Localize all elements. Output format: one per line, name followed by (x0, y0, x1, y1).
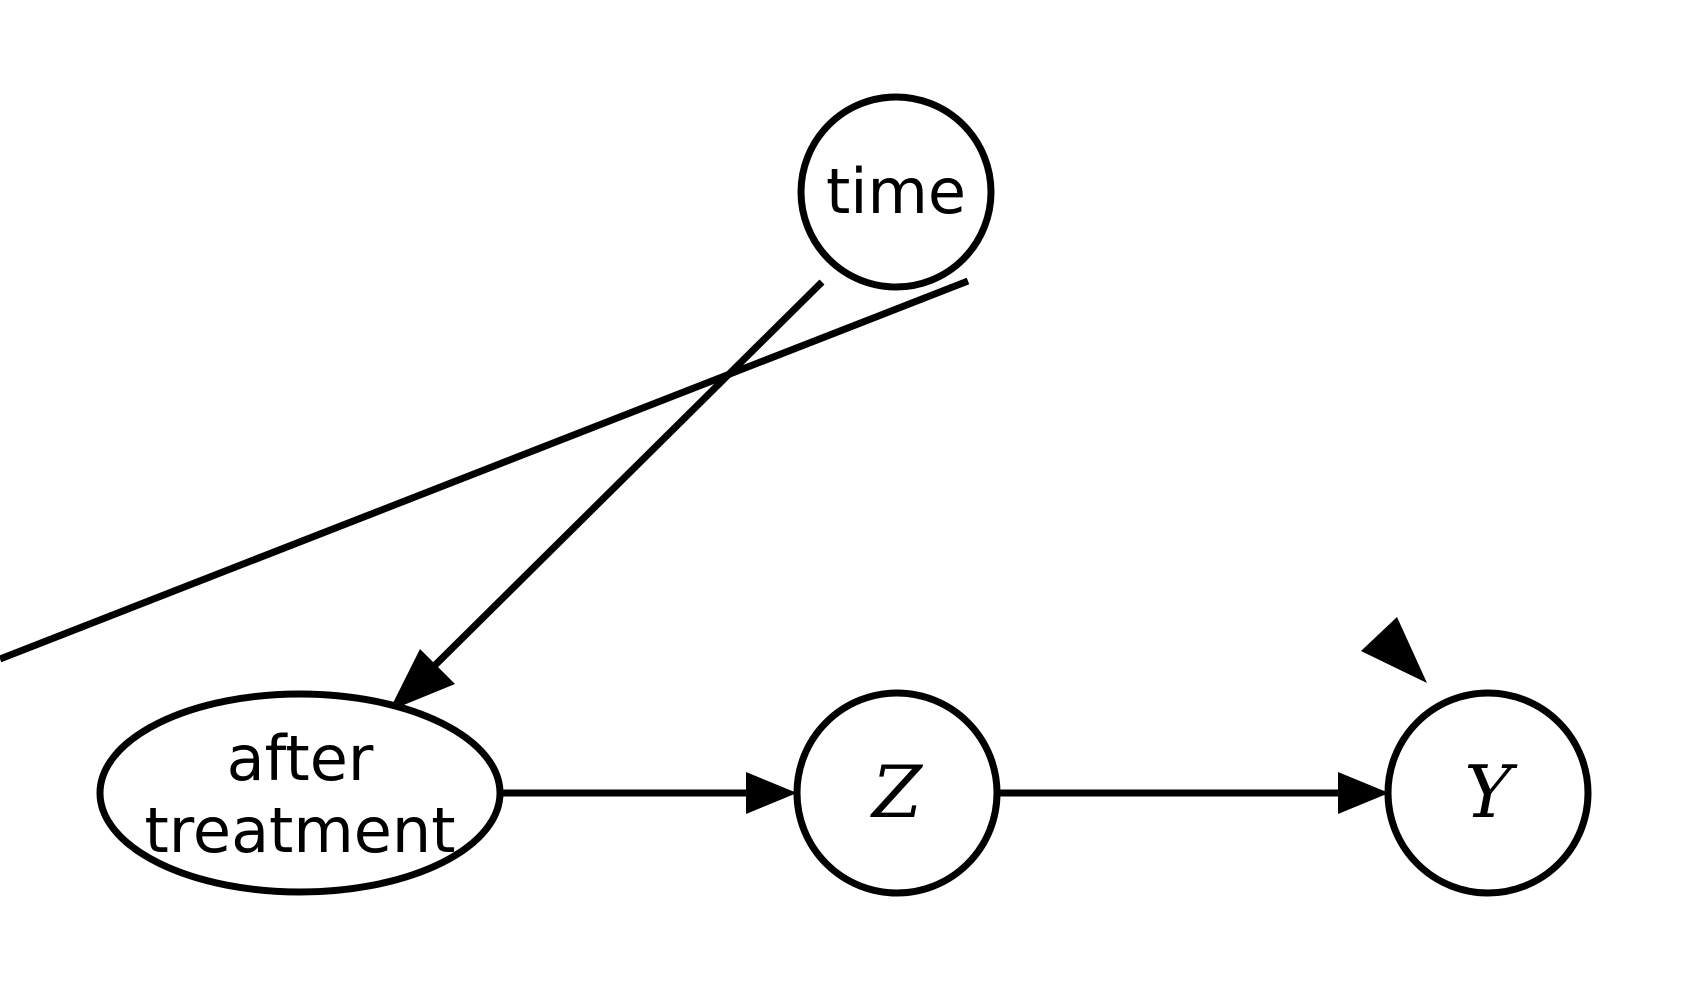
node-after-treatment-label-line2: treatment (144, 794, 455, 867)
edge-after-treatment-to-z-arrowhead (746, 772, 797, 814)
node-after-treatment[interactable]: after treatment (96, 690, 504, 896)
edge-time-to-after-treatment-arrowhead (389, 649, 455, 711)
edge-time-to-y-arrowhead (1361, 617, 1427, 683)
node-y-circle[interactable] (1384, 689, 1592, 897)
node-time-label: time (826, 155, 966, 228)
edge-time-to-after-treatment (389, 279, 825, 711)
node-time-circle[interactable] (797, 93, 995, 291)
node-time[interactable]: time (797, 93, 995, 291)
node-y[interactable]: Y (1384, 689, 1592, 897)
edge-time-to-y-line (0, 277, 970, 663)
node-z[interactable]: Z (793, 689, 1001, 897)
edge-z-to-y-arrowhead (1338, 772, 1389, 814)
node-after-treatment-label-line1: after (227, 722, 374, 795)
node-after-treatment-ellipse[interactable] (96, 690, 504, 896)
node-y-label: Y (1464, 750, 1518, 834)
node-z-label: Z (870, 750, 924, 834)
node-z-circle[interactable] (793, 689, 1001, 897)
edge-time-to-after-treatment-line (409, 279, 825, 691)
edge-z-to-y (997, 772, 1389, 814)
edge-after-treatment-to-z (500, 772, 797, 814)
edge-time-to-y (0, 277, 1427, 683)
